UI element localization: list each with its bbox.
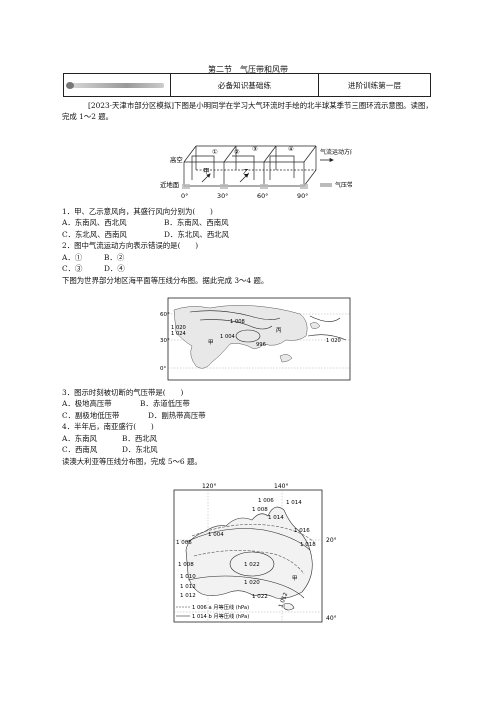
fig2-iso-1008: 1 008 [230, 319, 245, 325]
fig2-lat-0: 0° [160, 366, 166, 372]
q3-stem: 3．图示时刻被切断的气压带是( ) [62, 388, 184, 397]
intro-q1-2: [2023·天津市部分区模拟]下图是小明同学在学习大气环流时手绘的北半球某季节三… [62, 101, 433, 121]
world-isobar-map: 60° 30° 0° 1 020 1 024 1 008 1 004 996 1… [160, 297, 351, 381]
fig3-iso-1012c: 1 012 [278, 592, 289, 609]
fig1-yi: 乙 [243, 168, 249, 176]
fig3-iso-1018: 1 018 [300, 542, 316, 548]
fig1-circle-2: ② [234, 148, 240, 156]
fig3-legend-a: 1 006 a 月等压线 (hPa) [192, 603, 249, 611]
fig3-iso-1006b: 1 006 [176, 540, 192, 546]
fig1-jia: 甲 [203, 167, 209, 175]
fig2-lat-60: 60° [160, 312, 170, 318]
q3-option-d: D．副热带高压带 [148, 411, 206, 420]
fig1-legend-flow: 气流运动方向 [320, 148, 352, 156]
fig1-lat-90: 90° [297, 192, 308, 200]
pen-bar-icon [66, 81, 164, 89]
fig3-iso-1008b: 1 008 [178, 562, 194, 568]
q4-option-d: D．东北风 [122, 445, 158, 454]
fig1-lat-0: 0° [181, 192, 188, 200]
q1-option-d: D．东北风、西北风 [164, 230, 230, 239]
fig3-iso-1014a: 1 014 [286, 500, 302, 506]
fig3-lon-120: 120° [202, 483, 216, 490]
fig3-iso-1008a: 1 008 [252, 507, 268, 513]
q4-option-c: C．西南风 [62, 445, 98, 454]
fig1-circle-1: ① [212, 148, 218, 156]
fig3-jia: 甲 [292, 575, 298, 582]
fig3-iso-1012a: 1 012 [180, 584, 196, 590]
q3-option-a: A．极地高压带 [62, 399, 112, 408]
intro-q3-4: 下图为世界部分地区海平面等压线分布图。据此完成 3～4 题。 [62, 276, 269, 285]
fig2-lat-30: 30° [160, 338, 170, 344]
q1-option-b: B．东南风、西南风 [164, 218, 229, 227]
fig2-iso-1020a: 1 020 [171, 325, 186, 331]
fig2-jia: 甲 [208, 339, 214, 346]
q3-option-c: C．副极地低压带 [62, 411, 120, 420]
fig3-legend-b: 1 014 b 月等压线 (hPa) [192, 612, 249, 620]
fig3-lat-40: 40° [326, 615, 337, 622]
q1-option-c: C．东北风、西南风 [62, 230, 127, 239]
fig3-lat-20: 20° [326, 537, 337, 544]
intro-q5-6: 读澳大利亚等压线分布图，完成 5～6 题。 [62, 457, 202, 466]
fig3-iso-1014b: 1 014 [268, 515, 284, 521]
australia-isobar-map: 120° 140° 20° 40° 1 006 1 008 1 014 1 01… [173, 483, 337, 623]
fig2-iso-1020b: 1 020 [326, 338, 341, 344]
fig2-bing: 丙 [276, 327, 282, 334]
q2-option-c: C．③ [62, 264, 83, 273]
fig3-iso-1004: 1 004 [208, 532, 224, 538]
fig3-iso-1016: 1 016 [294, 528, 310, 534]
fig2-iso-996: 996 [256, 342, 266, 348]
q4-option-b: B．西北风 [122, 434, 157, 443]
q1-option-a: A．东南风、西北风 [62, 218, 127, 227]
fig1-lat-30: 30° [217, 192, 228, 200]
q4-stem: 4．半年后，南亚盛行( ) [62, 422, 154, 431]
fig3-lon-140: 140° [274, 483, 288, 490]
fig3-iso-1022b: 1 022 [252, 594, 268, 600]
circulation-figure: 高空 近地面 ① ② ③ ④ 甲 乙 0° 30° 60° 90° 气流运动方向… [160, 145, 352, 200]
fig1-legend-belt: 气压带 [335, 181, 352, 189]
banner-basic-practice: 必备知识基础练 [170, 74, 318, 96]
fig1-label-low: 近地面 [160, 180, 180, 189]
banner-advanced-practice: 进阶训练第一层 [318, 74, 430, 96]
fig3-iso-1022a: 1 022 [244, 562, 260, 568]
fig1-circle-3: ③ [252, 145, 258, 153]
q1-stem: 1．甲、乙示意风向，其盛行风向分别为( ) [62, 207, 213, 216]
fig3-iso-1012b: 1 012 [180, 593, 196, 599]
q2-stem: 2．图中气流运动方向表示错误的是( ) [62, 241, 199, 250]
fig2-iso-1024: 1 024 [171, 331, 187, 337]
fig2-iso-1004: 1 004 [220, 334, 236, 340]
banner-decoration [64, 74, 170, 96]
fig1-lat-60: 60° [257, 192, 268, 200]
q3-option-b: B．赤道低压带 [140, 399, 190, 408]
q2-option-a: A．① [62, 253, 83, 262]
fig3-iso-1006a: 1 006 [258, 498, 274, 504]
q2-option-b: B．② [104, 253, 125, 262]
section-banner: 必备知识基础练 进阶训练第一层 [63, 73, 431, 97]
q4-option-a: A．东南风 [62, 434, 97, 443]
fig3-iso-1020: 1 020 [244, 580, 260, 586]
section-title: 第二节 气压带和风带 [208, 65, 288, 74]
fig1-circle-4: ④ [288, 145, 294, 153]
fig1-label-high: 高空 [170, 155, 183, 164]
q2-option-d: D．④ [104, 264, 125, 273]
fig3-iso-1010: 1 010 [180, 574, 196, 580]
